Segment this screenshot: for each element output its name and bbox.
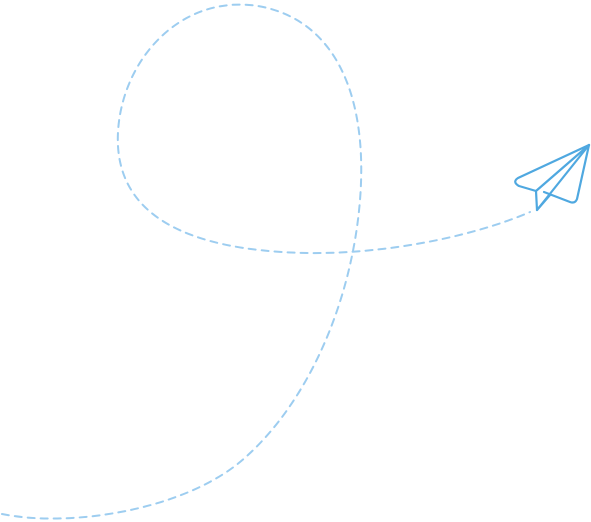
dashed-flight-trail (1, 3, 531, 520)
plane-wing-outer (514, 143, 591, 193)
plane-crease (535, 143, 591, 212)
paper-plane-icon (514, 143, 591, 212)
plane-wing-lower (542, 143, 591, 204)
